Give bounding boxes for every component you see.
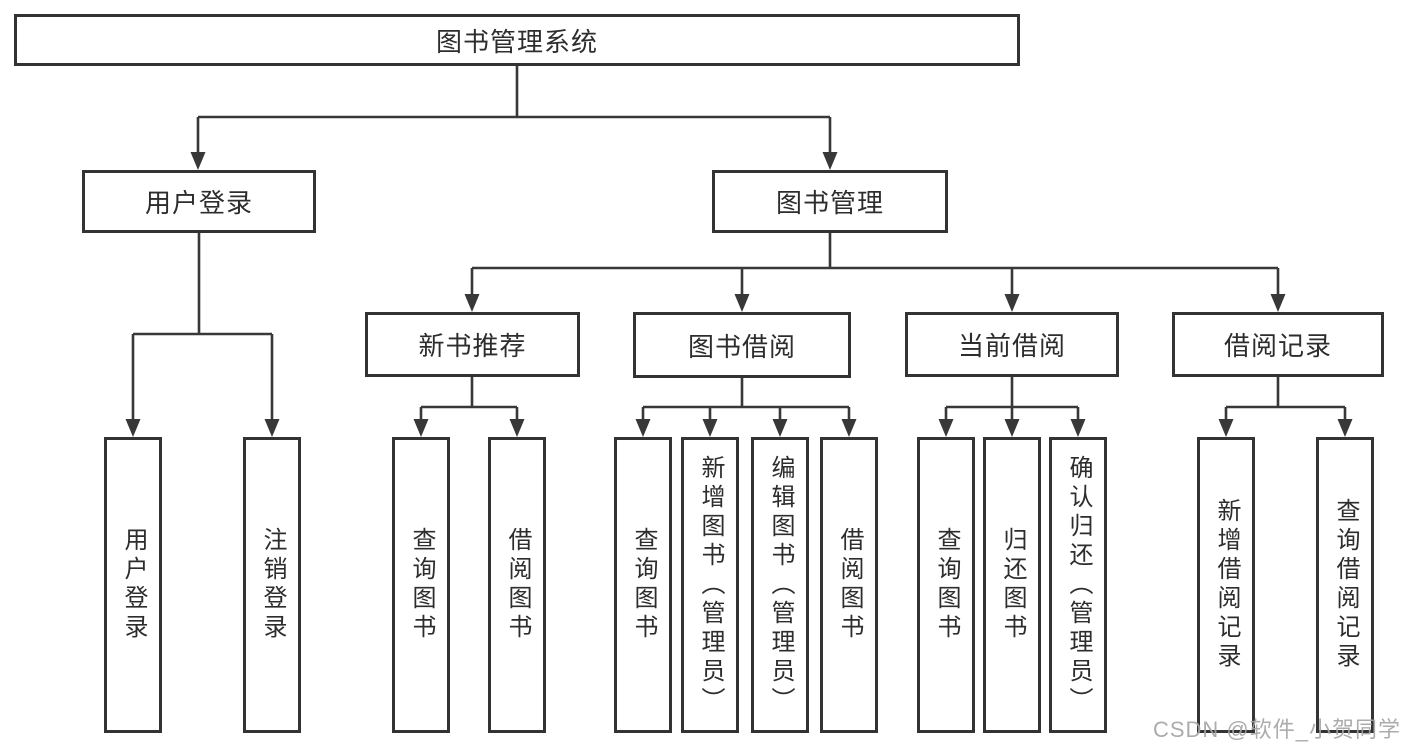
node-user-login: 用户登录 <box>82 170 316 233</box>
leaf-current-confirm-return-admin: 确认归还（管理员） <box>1049 437 1107 733</box>
leaf-records-query-record: 查询借阅记录 <box>1316 437 1374 733</box>
node-new-book-recommend: 新书推荐 <box>365 312 580 377</box>
leaf-records-add-record: 新增借阅记录 <box>1197 437 1255 733</box>
node-root-library-system: 图书管理系统 <box>14 14 1020 66</box>
node-book-borrow: 图书借阅 <box>633 312 851 378</box>
node-book-management: 图书管理 <box>712 170 948 233</box>
leaf-borrow-query-books: 查询图书 <box>614 437 672 733</box>
node-borrow-records: 借阅记录 <box>1172 312 1384 377</box>
leaf-borrow-add-books-admin: 新增图书（管理员） <box>681 437 739 733</box>
leaf-current-query-books: 查询图书 <box>917 437 975 733</box>
csdn-watermark: CSDN @软件_小贺同学 <box>1152 717 1401 742</box>
leaf-current-return-books: 归还图书 <box>983 437 1041 733</box>
leaf-newbook-query-books: 查询图书 <box>392 437 450 733</box>
leaf-user-login: 用户登录 <box>104 437 162 733</box>
leaf-borrow-edit-books-admin: 编辑图书（管理员） <box>751 437 809 733</box>
leaf-newbook-borrow-books: 借阅图书 <box>488 437 546 733</box>
node-current-borrow: 当前借阅 <box>905 312 1119 377</box>
leaf-logout-login: 注销登录 <box>243 437 301 733</box>
leaf-borrow-borrow-books: 借阅图书 <box>820 437 878 733</box>
